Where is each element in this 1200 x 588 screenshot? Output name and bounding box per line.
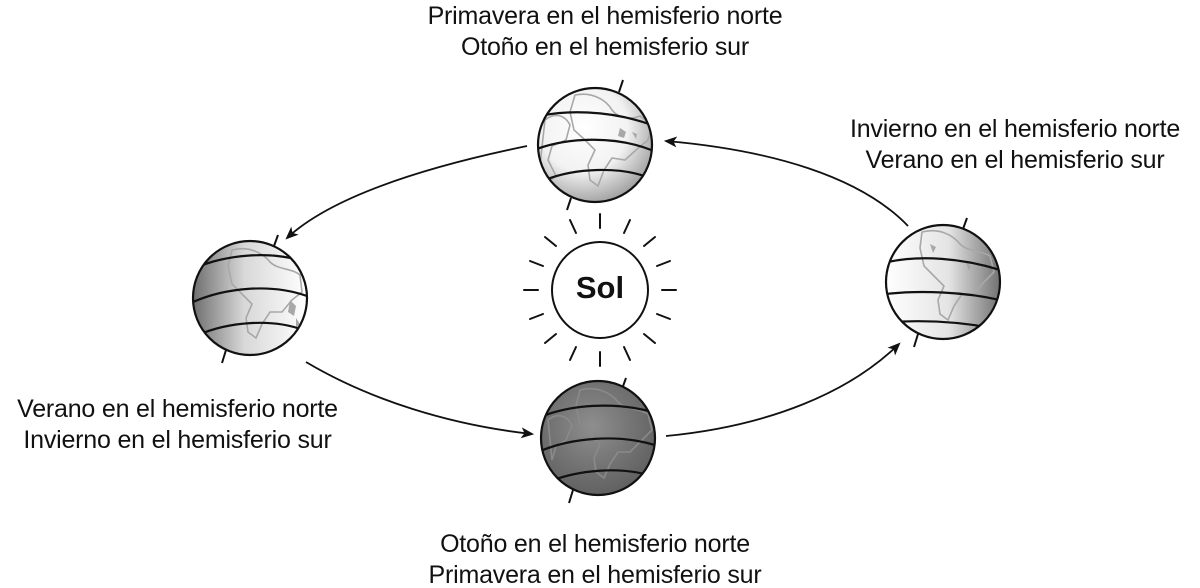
caption-line: Invierno en el hemisferio norte [849,115,1181,143]
sun-disc [551,241,649,339]
orbit-arc-bottom-to-right [665,342,901,437]
caption-winter-north: Invierno en el hemisferio norte Verano e… [830,114,1200,176]
orbit-path [285,136,909,439]
caption-line: Otoño en el hemisferio sur [460,33,749,61]
caption-spring-north: Primavera en el hemisferio norte Otoño e… [350,1,860,63]
caption-line: Primavera en el hemisferio sur [428,561,762,588]
sun-rays [523,213,677,367]
earth-globe-left [191,234,309,364]
earth-globe-right [884,217,1002,348]
caption-autumn-north: Otoño en el hemisferio norte Primavera e… [340,529,850,588]
caption-line: Verano en el hemisferio sur [865,146,1165,174]
orbit-arc-top-to-left [285,145,528,240]
earth-globe-top [536,79,654,211]
caption-line: Invierno en el hemisferio sur [23,426,332,454]
caption-line: Primavera en el hemisferio norte [427,2,783,30]
sun [523,213,677,367]
caption-line: Otoño en el hemisferio norte [440,530,750,558]
sun-label: Sol [575,270,625,305]
caption-summer-north: Verano en el hemisferio norte Invierno e… [0,394,355,456]
caption-line: Verano en el hemisferio norte [17,395,338,423]
orbit-arc-left-to-bottom [305,361,535,439]
earth-globe-bottom [539,377,657,504]
orbit-arc-right-to-top [663,136,909,227]
